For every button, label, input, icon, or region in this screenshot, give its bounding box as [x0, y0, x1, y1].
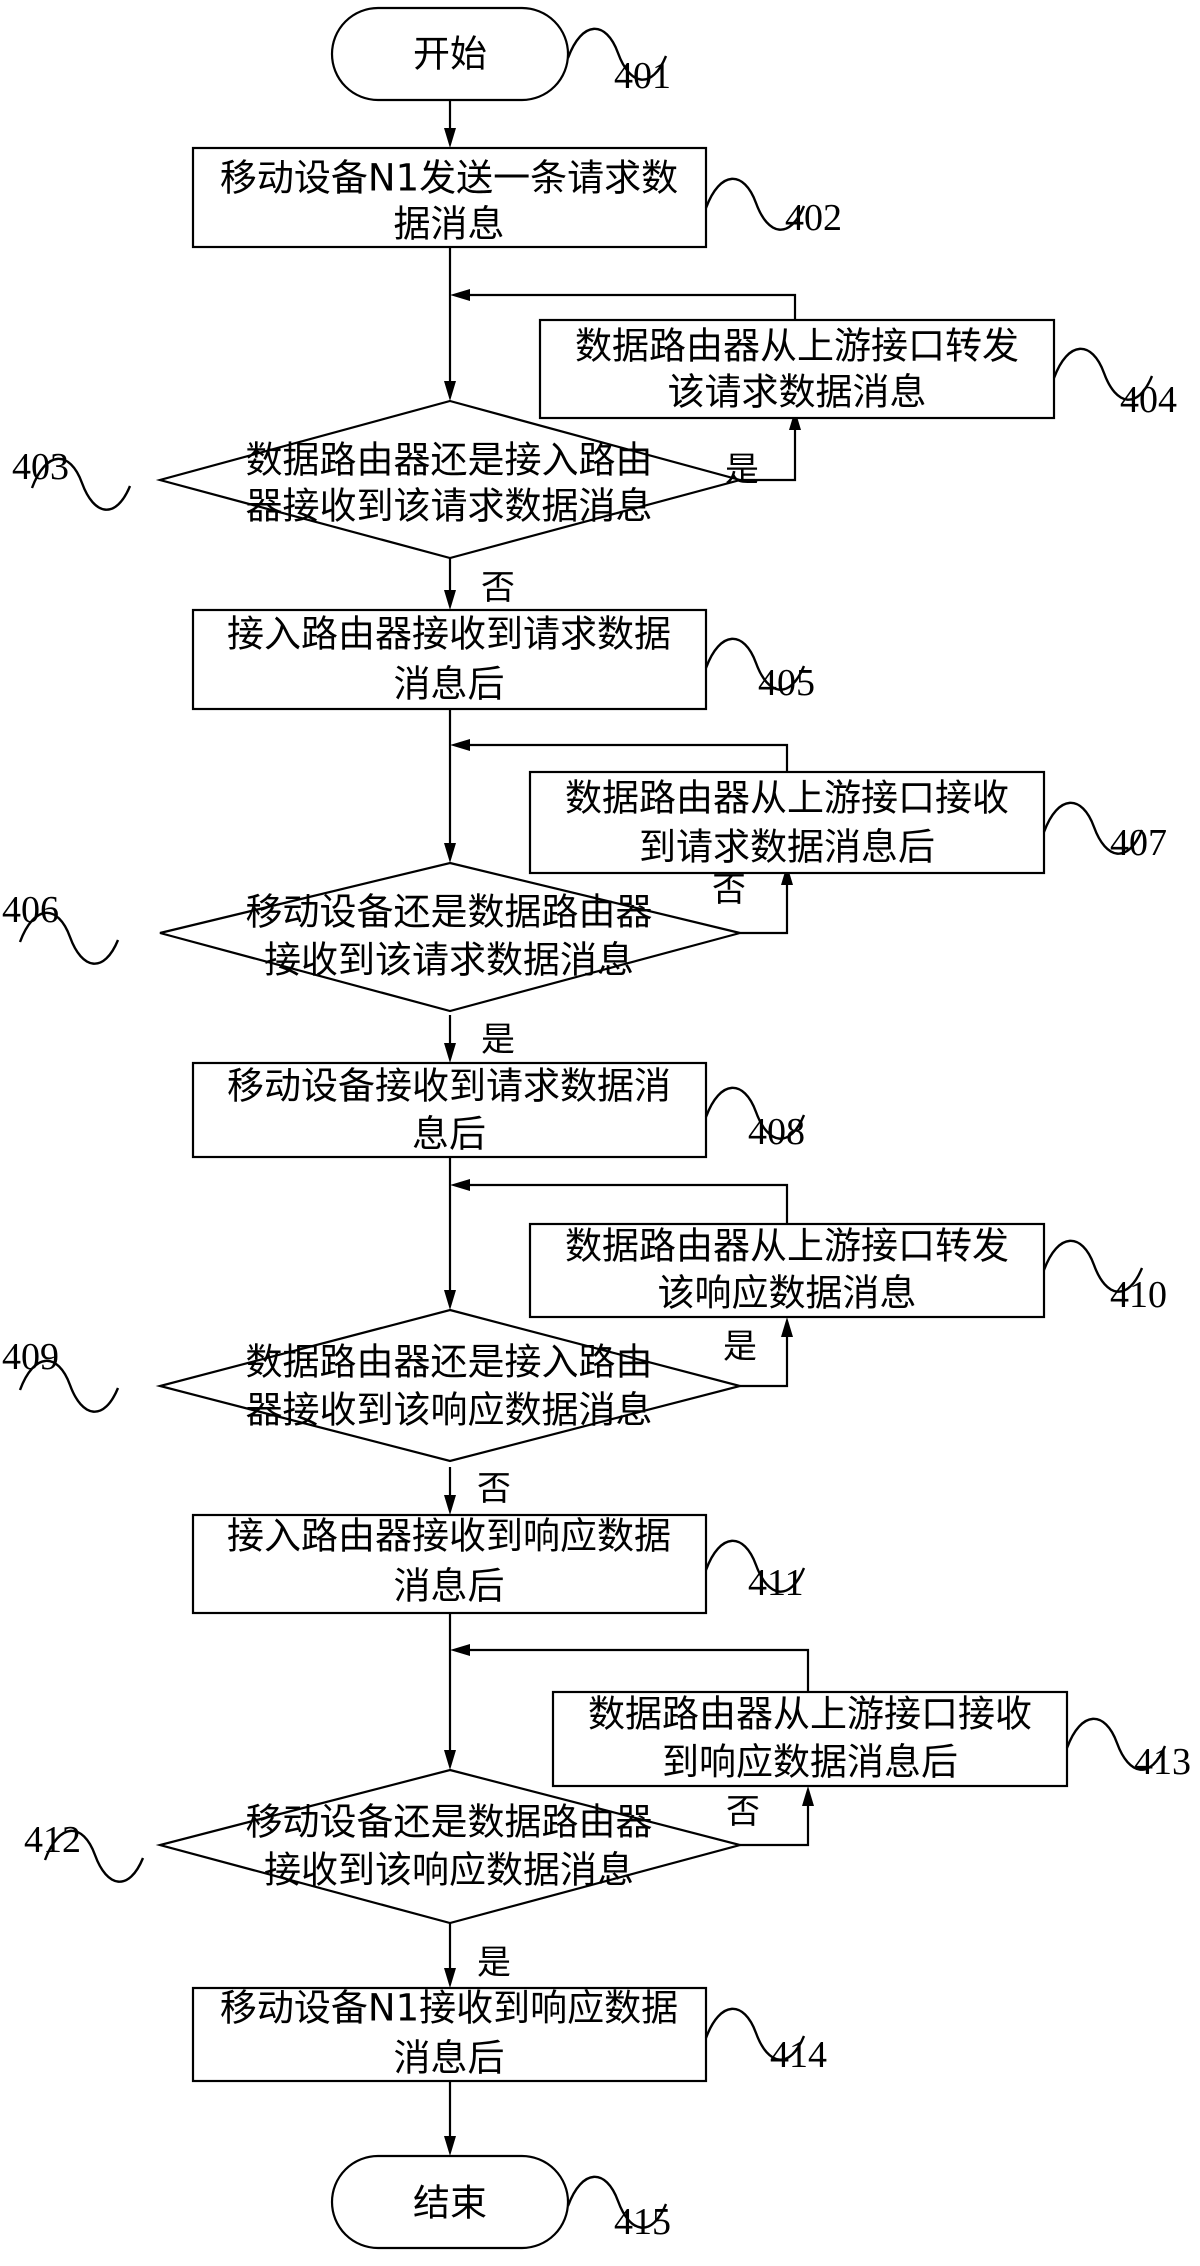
loop-403-404	[450, 289, 801, 482]
process-405-line-2: 消息后	[394, 663, 505, 706]
reference-numbers: 401 402 404 403 405 406 407 408 409 410 …	[2, 55, 1191, 2243]
process-407: 数据路由器从上游接口接收 到请求数据消息后	[528, 770, 1046, 875]
decision-406-line-2: 接收到该请求数据消息	[264, 939, 634, 982]
ref-415: 415	[614, 2201, 671, 2243]
branch-409-yes: 是	[723, 1327, 757, 1367]
branch-403-yes: 是	[725, 450, 759, 490]
ref-413: 413	[1134, 1741, 1191, 1783]
decision-406-line-1: 移动设备还是数据路由器	[246, 891, 653, 934]
ref-407: 407	[1110, 822, 1167, 864]
start-terminal: 开始	[330, 6, 570, 102]
process-404-line-1: 数据路由器从上游接口转发	[575, 325, 1019, 368]
branch-406-yes: 是	[481, 1020, 515, 1060]
loop-412-413	[450, 1644, 814, 1847]
decision-406: 移动设备还是数据路由器 接收到该请求数据消息	[159, 861, 741, 1013]
branch-412-no: 否	[726, 1792, 760, 1832]
process-411-line-1: 接入路由器接收到响应数据	[227, 1515, 671, 1558]
process-413: 数据路由器从上游接口接收 到响应数据消息后	[551, 1690, 1069, 1788]
decision-409: 数据路由器还是接入路由 器接收到该响应数据消息	[155, 1308, 745, 1463]
decision-403-line-1: 数据路由器还是接入路由	[246, 439, 653, 482]
process-410-line-1: 数据路由器从上游接口转发	[565, 1225, 1009, 1268]
process-402-line-2: 据消息	[394, 203, 505, 246]
process-404: 数据路由器从上游接口转发 该请求数据消息	[538, 318, 1056, 420]
process-405: 接入路由器接收到请求数据 消息后	[191, 608, 708, 711]
main-arrowheads	[444, 128, 456, 2156]
process-408-line-1: 移动设备接收到请求数据消	[227, 1065, 671, 1108]
process-411: 接入路由器接收到响应数据 消息后	[191, 1513, 708, 1615]
start-label: 开始	[413, 33, 487, 76]
ref-408: 408	[748, 1111, 805, 1153]
end-terminal: 结束	[330, 2154, 570, 2250]
decision-409-line-2: 器接收到该响应数据消息	[246, 1389, 653, 1432]
ref-410: 410	[1110, 1274, 1167, 1316]
process-414: 移动设备N1接收到响应数据 消息后	[191, 1987, 708, 2083]
ref-405: 405	[758, 662, 815, 704]
process-404-line-2: 该请求数据消息	[668, 371, 927, 414]
ref-409: 409	[2, 1336, 59, 1378]
ref-406: 406	[2, 889, 59, 931]
ref-403: 403	[12, 446, 69, 488]
ref-412: 412	[24, 1819, 81, 1861]
decision-409-line-1: 数据路由器还是接入路由	[246, 1341, 653, 1384]
decision-412-line-1: 移动设备还是数据路由器	[246, 1801, 653, 1844]
loop-409-410	[450, 1179, 793, 1388]
branch-labels: 是 否 否 是 是 否 否 是	[477, 450, 760, 1983]
process-414-line-1: 移动设备N1接收到响应数据	[220, 1987, 678, 2030]
decision-403: 数据路由器还是接入路由 器接收到该请求数据消息	[155, 399, 745, 560]
process-408: 移动设备接收到请求数据消 息后	[191, 1061, 708, 1159]
process-413-line-2: 到响应数据消息后	[662, 1741, 958, 1784]
ref-414: 414	[770, 2034, 827, 2076]
process-410: 数据路由器从上游接口转发 该响应数据消息	[528, 1222, 1046, 1319]
process-405-line-1: 接入路由器接收到请求数据	[227, 613, 671, 656]
decision-412-line-2: 接收到该响应数据消息	[264, 1849, 634, 1892]
process-411-line-2: 消息后	[394, 1565, 505, 1608]
ref-402: 402	[785, 197, 842, 239]
branch-403-no: 否	[481, 568, 515, 608]
process-408-line-2: 息后	[412, 1113, 486, 1156]
ref-401: 401	[614, 55, 671, 97]
branch-409-no: 否	[477, 1469, 511, 1509]
end-label: 结束	[413, 2182, 487, 2225]
process-410-line-2: 该响应数据消息	[658, 1272, 917, 1315]
process-407-line-2: 到请求数据消息后	[639, 826, 935, 869]
ref-411: 411	[748, 1562, 804, 1604]
decision-403-line-2: 器接收到该请求数据消息	[246, 485, 653, 528]
process-414-line-2: 消息后	[394, 2037, 505, 2080]
decision-412: 移动设备还是数据路由器 接收到该响应数据消息	[155, 1768, 745, 1925]
process-413-line-1: 数据路由器从上游接口接收	[588, 1693, 1032, 1736]
loop-406-407	[450, 739, 793, 935]
process-402: 移动设备N1发送一条请求数 据消息	[191, 146, 708, 249]
branch-412-yes: 是	[477, 1943, 511, 1983]
process-402-line-1: 移动设备N1发送一条请求数	[220, 157, 678, 200]
branch-406-no: 否	[712, 870, 746, 910]
process-407-line-1: 数据路由器从上游接口接收	[565, 777, 1009, 820]
ref-404: 404	[1120, 379, 1177, 421]
